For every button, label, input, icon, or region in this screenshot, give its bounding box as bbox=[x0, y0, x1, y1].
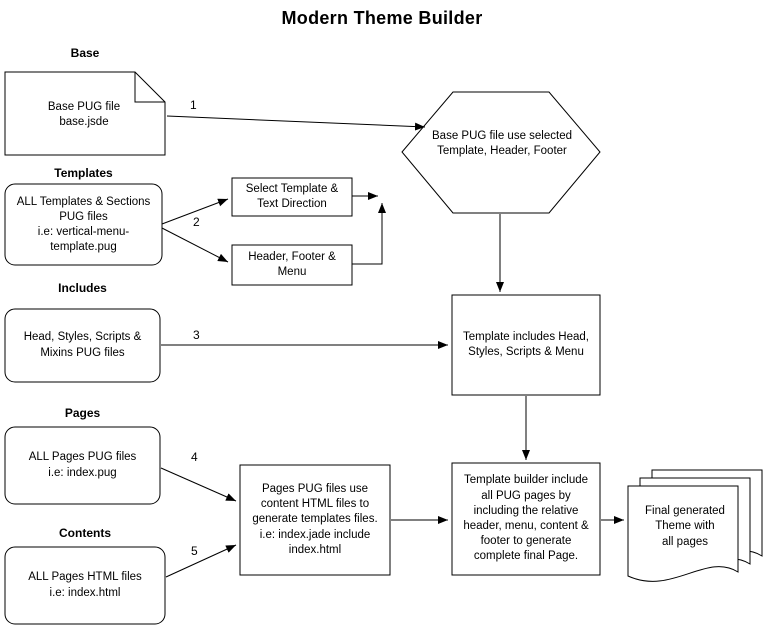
section-label-base: Base bbox=[70, 46, 100, 60]
arrow-label-4: 4 bbox=[191, 450, 198, 464]
arrow-2-bottom bbox=[161, 227, 229, 263]
select-template-box bbox=[231, 177, 353, 217]
templates-source-text: ALL Templates & Sections PUG files i.e: … bbox=[16, 195, 151, 254]
arrow-label-2: 2 bbox=[193, 215, 200, 229]
includes-source-text: Head, Styles, Scripts & Mixins PUG files bbox=[23, 331, 142, 359]
final-doc-front bbox=[627, 485, 739, 582]
arrow-2-top bbox=[161, 198, 229, 225]
arrow-5 bbox=[165, 544, 237, 578]
base-document-shape bbox=[4, 71, 166, 156]
pages-source-shape bbox=[4, 426, 161, 505]
pages-builder-box bbox=[239, 464, 391, 576]
template-includes-text: Template includes Head, Styles, Scripts … bbox=[463, 330, 589, 358]
arrow-label-5: 5 bbox=[191, 544, 198, 558]
template-builder-text: Template builder include all PUG pages b… bbox=[463, 474, 589, 563]
arrow-label-1: 1 bbox=[190, 98, 197, 112]
diagram-title: Modern Theme Builder bbox=[281, 8, 483, 28]
header-footer-menu-box bbox=[231, 244, 353, 286]
final-output-text: Final generated Theme with all pages bbox=[645, 505, 725, 548]
template-builder-box bbox=[451, 462, 601, 576]
pages-builder-text: Pages PUG files use content HTML files t… bbox=[252, 483, 378, 556]
decision-hexagon-text: Base PUG file use selected Template, Hea… bbox=[432, 129, 572, 157]
section-label-pages: Pages bbox=[64, 406, 101, 420]
arrow-label-3: 3 bbox=[193, 328, 200, 342]
select-template-text: Select Template & Text Direction bbox=[245, 182, 339, 210]
pages-source-text: ALL Pages PUG files i.e: index.pug bbox=[28, 451, 137, 479]
base-doc-text: Base PUG file base.jsde bbox=[47, 100, 121, 128]
contents-source-shape bbox=[4, 546, 166, 625]
section-label-contents: Contents bbox=[59, 526, 111, 540]
section-label-templates: Templates bbox=[54, 166, 113, 180]
contents-source-text: ALL Pages HTML files i.e: index.html bbox=[28, 571, 142, 599]
arrow-1 bbox=[166, 115, 426, 131]
decision-hexagon bbox=[401, 91, 601, 214]
arrow-4 bbox=[160, 467, 237, 502]
includes-source-shape bbox=[4, 308, 161, 383]
arrow-menu-to-merge bbox=[352, 203, 386, 265]
template-includes-box bbox=[451, 294, 601, 396]
header-footer-menu-text: Header, Footer & Menu bbox=[248, 250, 336, 278]
section-label-includes: Includes bbox=[58, 281, 107, 295]
templates-source-shape bbox=[4, 183, 163, 266]
base-document-fold bbox=[134, 72, 165, 103]
